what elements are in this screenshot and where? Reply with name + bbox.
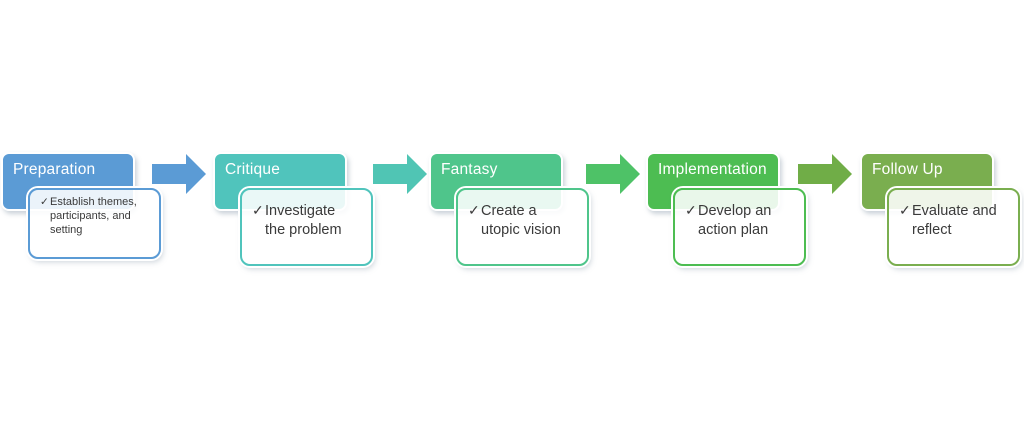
detail-line: reflect	[912, 222, 952, 239]
check-icon: ✓	[899, 203, 911, 218]
arrow-body	[798, 164, 832, 184]
arrow-head	[407, 154, 427, 194]
arrow-head	[620, 154, 640, 194]
stage-detail-card: ✓Establish themes, participants, and set…	[28, 188, 161, 259]
detail-line: ✓Establish themes,	[40, 195, 152, 209]
detail-line: participants, and	[50, 210, 131, 223]
detail-line: action plan	[698, 222, 769, 239]
stage-title: Follow Up	[872, 161, 943, 178]
stage-detail-card: ✓Create a utopic vision	[456, 188, 589, 266]
arrow-body	[373, 164, 407, 184]
stage-preparation: Preparation ✓Establish themes, participa…	[1, 150, 211, 290]
detail-text: Investigate	[265, 203, 336, 219]
stage-title: Fantasy	[441, 161, 498, 178]
stage-implementation: Implementation ✓Develop an action plan	[646, 150, 856, 290]
detail-text: Evaluate and	[912, 203, 997, 219]
detail-text: Create a	[481, 203, 537, 219]
detail-line: setting	[50, 224, 83, 237]
flow-arrow-icon	[152, 154, 206, 194]
stage-critique: Critique ✓Investigate the problem	[213, 150, 423, 290]
check-icon: ✓	[685, 203, 697, 218]
arrow-body	[586, 164, 620, 184]
detail-line: utopic vision	[481, 222, 561, 239]
detail-line: ✓Evaluate and	[899, 202, 1011, 221]
flow-arrow-icon	[798, 154, 852, 194]
stage-detail-card: ✓Evaluate and reflect	[887, 188, 1020, 266]
detail-text: Develop an	[698, 203, 772, 219]
stage-detail-card: ✓Investigate the problem	[240, 188, 373, 266]
arrow-body	[152, 164, 186, 184]
stage-title: Implementation	[658, 161, 767, 178]
stage-detail-card: ✓Develop an action plan	[673, 188, 806, 266]
stage-fantasy: Fantasy ✓Create a utopic vision	[429, 150, 639, 290]
detail-line: ✓Develop an	[685, 202, 797, 221]
stage-title: Critique	[225, 161, 281, 178]
check-icon: ✓	[468, 203, 480, 218]
arrow-head	[186, 154, 206, 194]
flow-arrow-icon	[373, 154, 427, 194]
detail-text: Establish themes,	[50, 196, 137, 208]
detail-line: ✓Investigate	[252, 202, 364, 221]
detail-line: the problem	[265, 222, 342, 239]
detail-line: ✓Create a	[468, 202, 580, 221]
flow-arrow-icon	[586, 154, 640, 194]
check-icon: ✓	[252, 203, 264, 218]
stage-title: Preparation	[13, 161, 96, 178]
stage-follow-up: Follow Up ✓Evaluate and reflect	[860, 150, 1024, 290]
arrow-head	[832, 154, 852, 194]
check-icon: ✓	[40, 197, 49, 208]
